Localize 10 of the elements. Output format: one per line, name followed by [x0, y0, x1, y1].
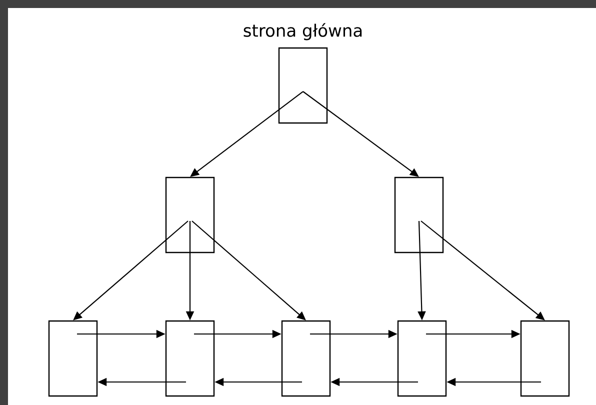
arrow [73, 220, 188, 320]
node-label: strona główna [244, 23, 362, 40]
page-box [48, 320, 98, 397]
page-box [165, 320, 215, 397]
page-box [394, 176, 444, 254]
page-box [165, 176, 215, 254]
page-box [520, 320, 570, 397]
page-box [397, 320, 447, 397]
page-box [281, 320, 331, 397]
arrow [192, 220, 306, 320]
